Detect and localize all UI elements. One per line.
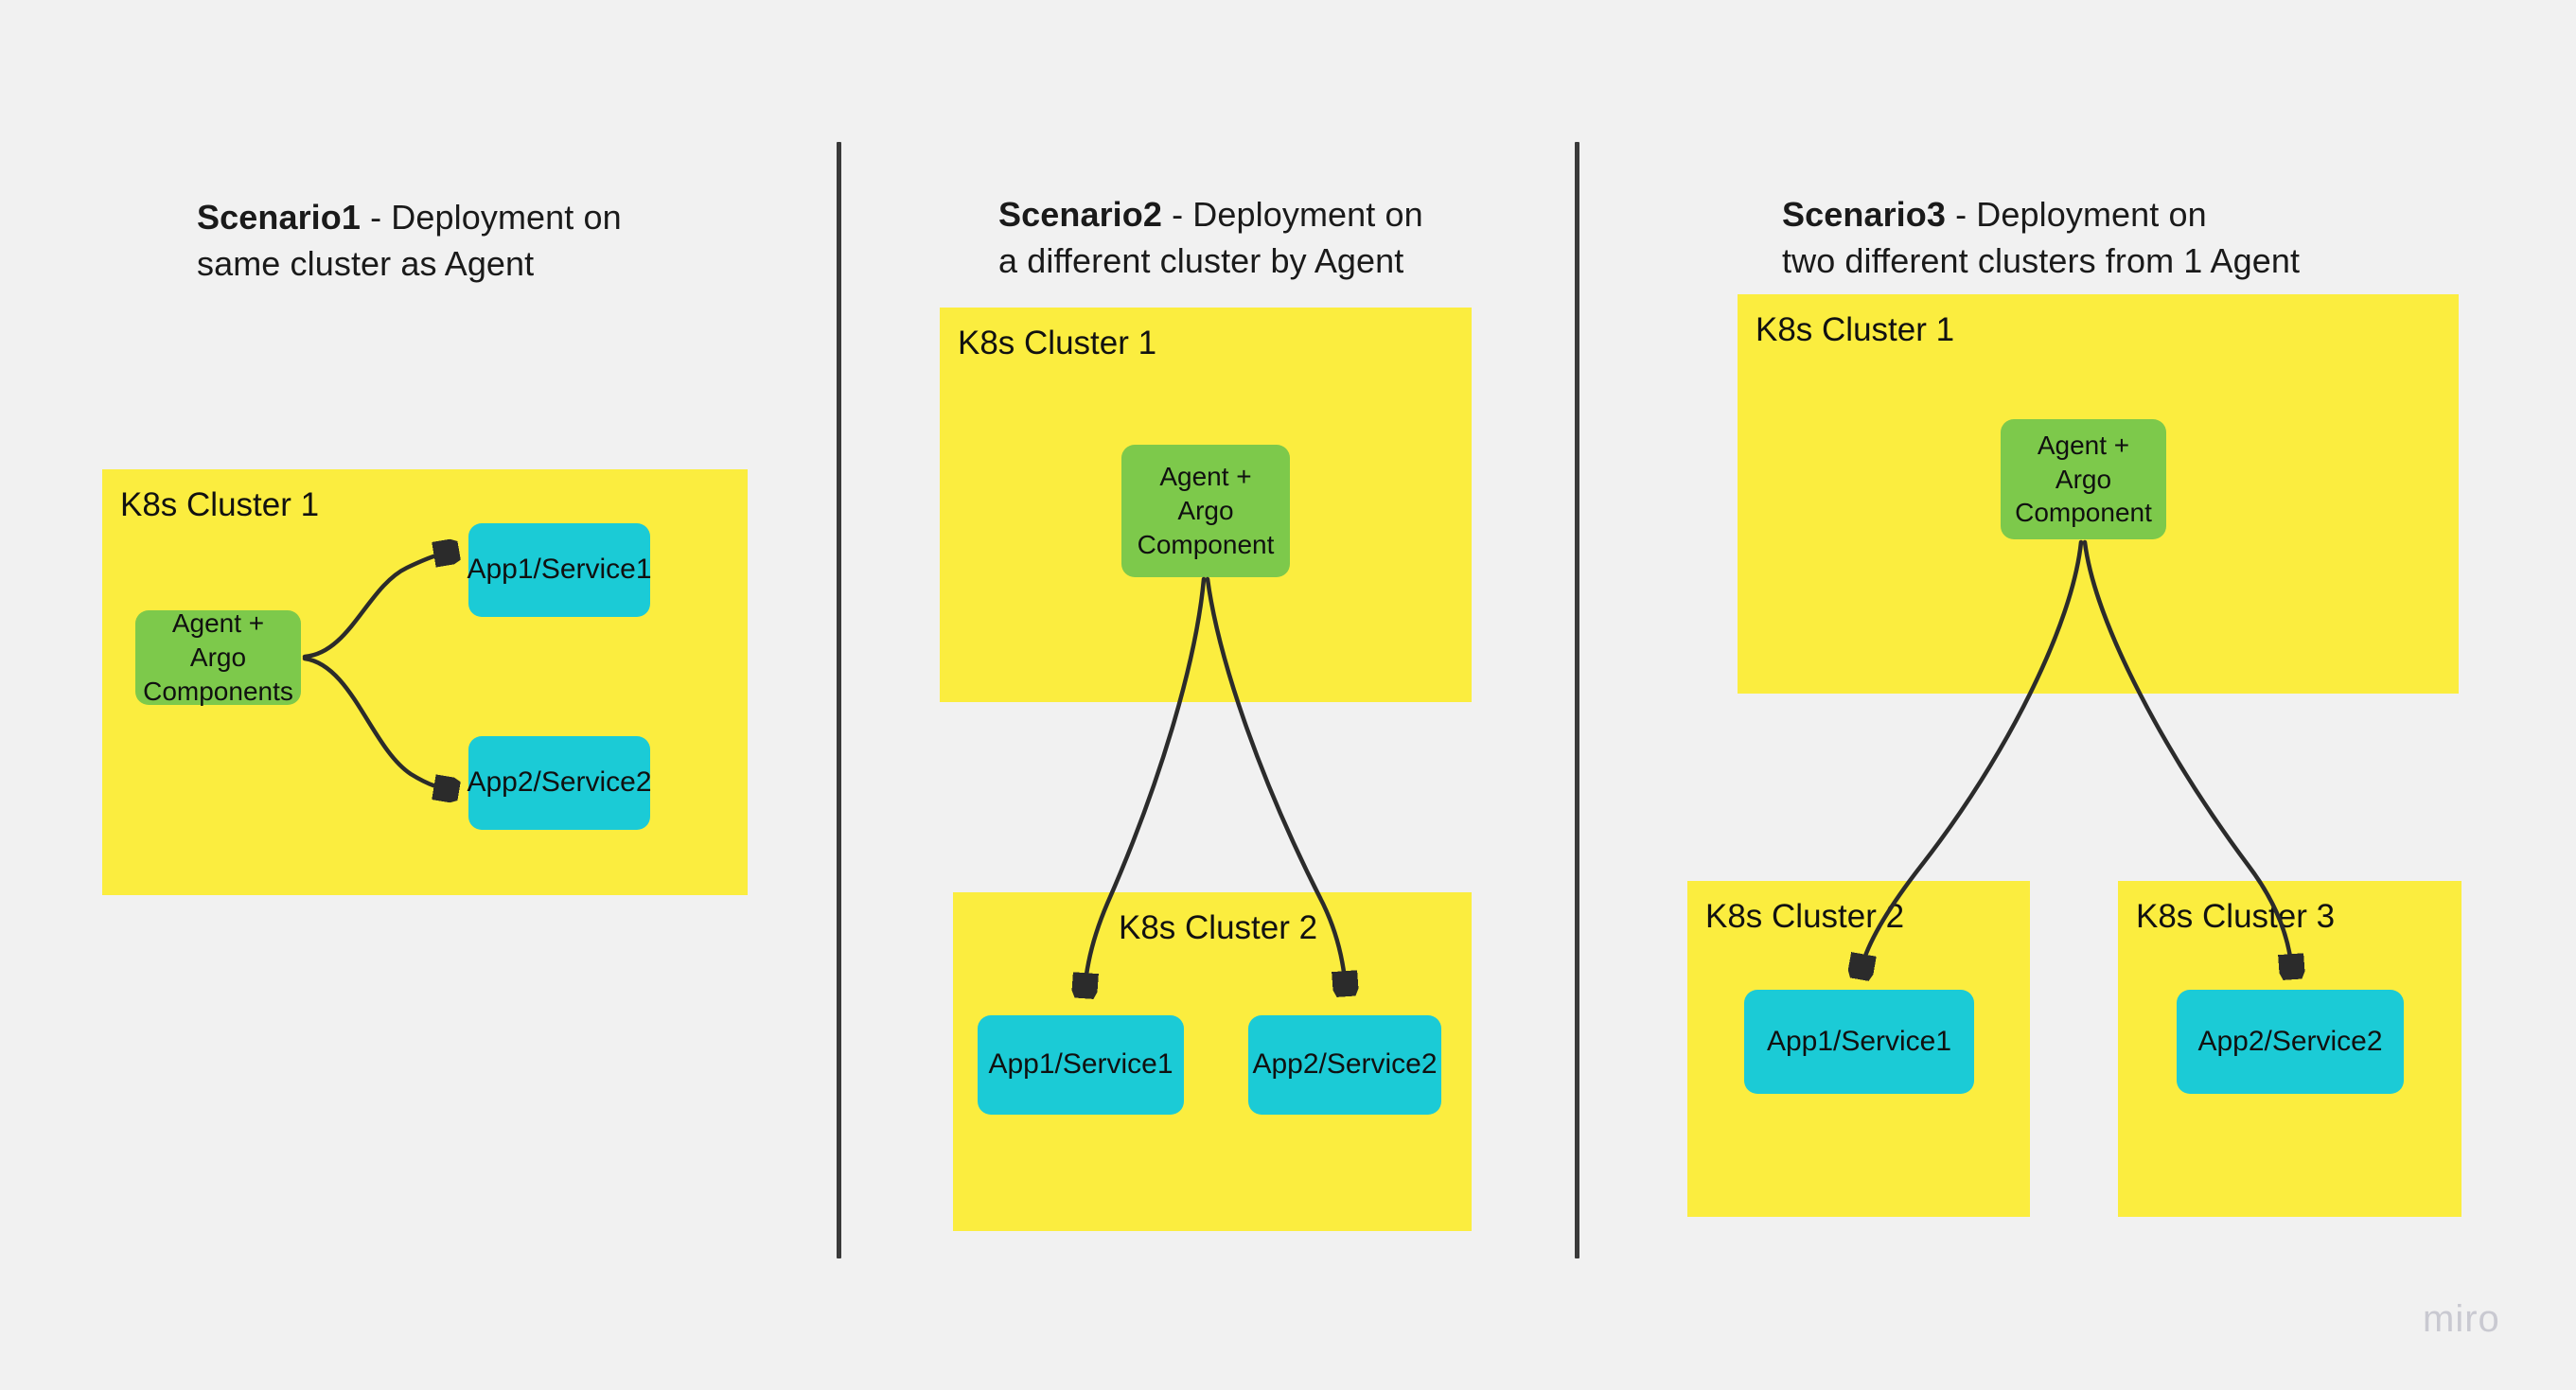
node-s1-agent[interactable]: Agent + Argo Components [135,608,301,706]
scenario3-title: Scenario3 - Deployment on two different … [1782,144,2388,285]
node-s1-app1[interactable]: App1/Service1 [467,523,652,617]
cluster-label-s1-cluster1: K8s Cluster 1 [120,486,320,523]
scenario2-title: Scenario2 - Deployment on a different cl… [998,144,1528,285]
node-label-s2-agent: Agent + Argo Component [1137,462,1275,559]
node-s1-app2[interactable]: App2/Service2 [467,736,652,830]
node-label-s2-app1: App1/Service1 [988,1048,1173,1081]
node-label-s3-app1: App1/Service1 [1766,1025,1952,1057]
node-label-s1-agent: Agent + Argo Components [143,608,293,706]
miro-watermark: miro [2423,1298,2500,1340]
cluster-label-s3-cluster1: K8s Cluster 1 [1756,311,1955,348]
cluster-label-s3-cluster2: K8s Cluster 2 [1705,898,1905,935]
node-s3-app1[interactable]: App1/Service1 [1744,990,1974,1094]
scenario1-title: Scenario1 - Deployment on same cluster a… [197,147,689,288]
node-label-s2-app2: App2/Service2 [1252,1048,1438,1081]
scenario1-title-rest: - Deployment on same cluster as Agent [197,197,622,284]
scenario2-title-rest: - Deployment on a different cluster by A… [998,194,1423,281]
scenario1-title-lead: Scenario1 [197,197,361,237]
cluster-label-s3-cluster3: K8s Cluster 3 [2136,898,2336,935]
node-s2-agent[interactable]: Agent + Argo Component [1121,445,1290,577]
scenario3-title-rest: - Deployment on two different clusters f… [1782,194,2301,281]
node-label-s3-app2: App2/Service2 [2197,1025,2383,1057]
node-s2-app1[interactable]: App1/Service1 [978,1015,1184,1115]
scenario3-title-lead: Scenario3 [1782,194,1946,234]
node-label-s1-app2: App2/Service2 [467,766,652,799]
node-label-s1-app1: App1/Service1 [467,554,652,586]
node-s3-app2[interactable]: App2/Service2 [2177,990,2404,1094]
node-s3-agent[interactable]: Agent + Argo Component [2001,419,2166,539]
scenario-divider-1 [837,142,841,1258]
scenario2-title-lead: Scenario2 [998,194,1162,234]
node-s2-app2[interactable]: App2/Service2 [1248,1015,1441,1115]
node-label-s3-agent: Agent + Argo Component [2015,430,2152,528]
cluster-label-s2-cluster2: K8s Cluster 2 [1119,909,1318,946]
scenario-divider-2 [1575,142,1579,1258]
cluster-label-s2-cluster1: K8s Cluster 1 [958,325,1157,361]
